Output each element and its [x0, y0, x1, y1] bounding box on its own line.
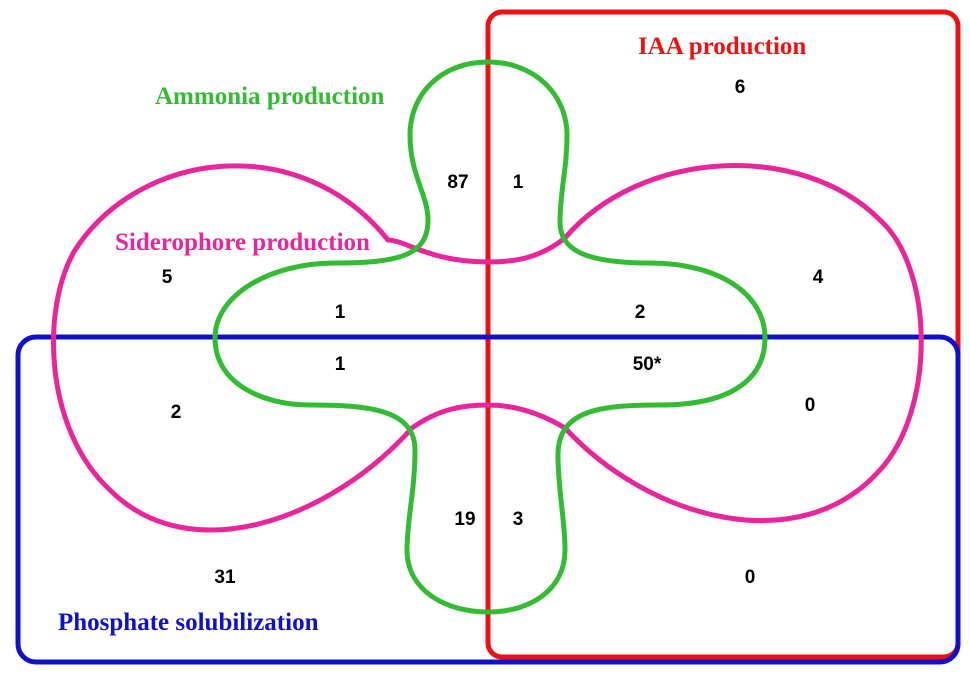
count-ammonia-iaa-phosphate: 3 [513, 509, 524, 530]
count-siderophore-iaa: 4 [813, 267, 824, 288]
phosphate-set-boundary [15, 334, 961, 665]
iaa-set-label: IAA production [638, 33, 806, 60]
count-ammonia-siderophore-phosphate: 1 [335, 354, 346, 375]
ammonia-set-boundary [212, 59, 768, 615]
count-ammonia-phosphate: 19 [454, 509, 475, 530]
count-all-four: 50* [633, 354, 662, 375]
count-siderophore-only: 5 [162, 267, 173, 288]
count-ammonia-iaa: 1 [513, 172, 524, 193]
siderophore-set-boundary [51, 163, 924, 533]
count-phosphate-only: 31 [214, 567, 236, 588]
count-ammonia-only: 87 [447, 172, 468, 193]
phosphate-set-label: Phosphate solubilization [58, 609, 319, 636]
count-siderophore-iaa-phosphate: 0 [805, 395, 816, 416]
count-ammonia-siderophore-iaa: 2 [635, 302, 646, 323]
count-iaa-only: 6 [735, 77, 746, 98]
ammonia-set-label: Ammonia production [155, 83, 385, 110]
count-ammonia-siderophore: 1 [335, 302, 346, 323]
count-iaa-phosphate: 0 [745, 567, 756, 588]
siderophore-set-label: Siderophore production [115, 229, 370, 256]
count-siderophore-phosphate: 2 [171, 402, 182, 423]
